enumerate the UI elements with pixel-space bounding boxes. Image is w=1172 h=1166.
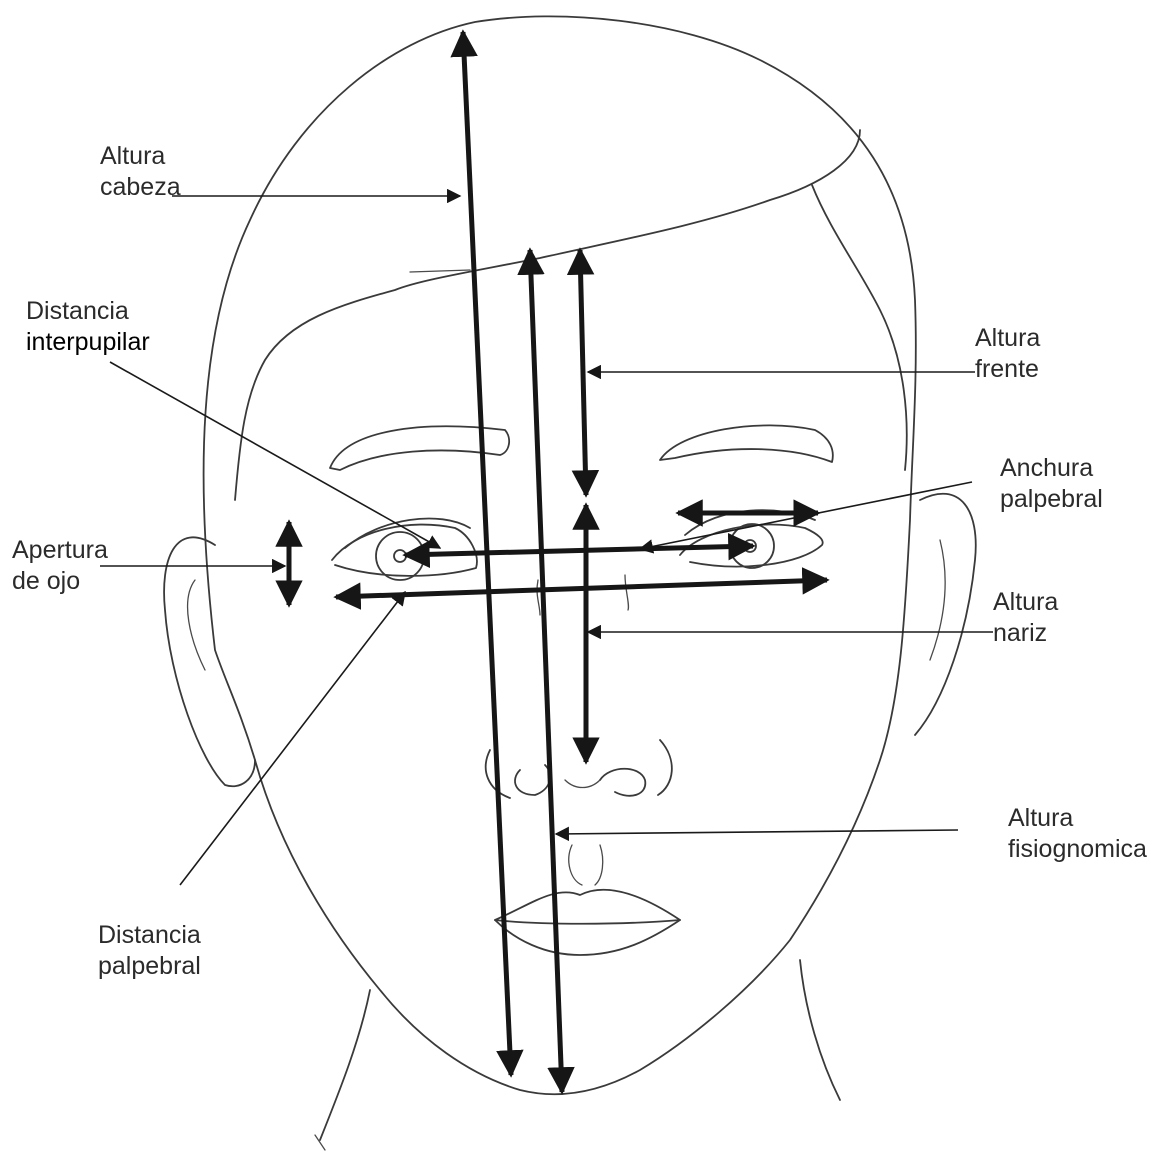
label-anchura-palpebral: Anchura palpebral [1000, 453, 1103, 515]
arrow-distancia-interpupilar [405, 546, 753, 555]
arrow-distancia-palpebral [336, 580, 827, 597]
right-ear [915, 494, 976, 735]
label-altura-fisiognomica: Altura fisiognomica [1008, 803, 1147, 865]
head-outline [204, 16, 916, 1094]
right-eyebrow [660, 425, 833, 462]
arrow-altura-fisiognomica [530, 250, 562, 1092]
label-altura-frente: Altura frente [975, 323, 1040, 385]
label-altura-cabeza: Altura cabeza [100, 141, 181, 203]
label-apertura-de-ojo: Apertura de ojo [12, 535, 108, 597]
hairline [235, 130, 860, 500]
label-distancia-palpebral: Distancia palpebral [98, 920, 201, 982]
label-distancia-interpupilar: Distancia interpupilar [26, 296, 150, 358]
left-ear [164, 537, 255, 786]
label-altura-nariz: Altura nariz [993, 587, 1058, 649]
arrow-altura-frente [580, 250, 586, 495]
neck [320, 990, 370, 1140]
nose [515, 765, 550, 795]
